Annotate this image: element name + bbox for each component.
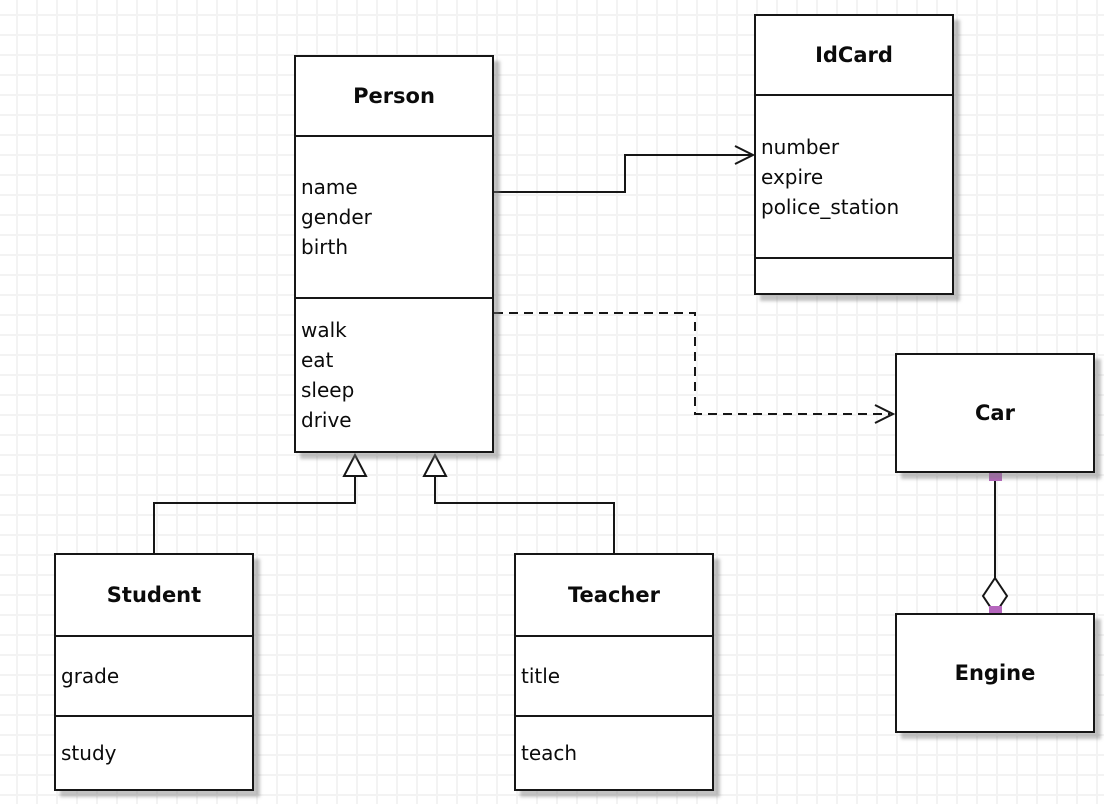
attributes-compartment: number expire police_station <box>756 96 952 259</box>
class-name: IdCard <box>756 16 952 96</box>
association-person-idcard[interactable] <box>494 145 756 193</box>
attribute: name <box>301 175 358 199</box>
attribute: number <box>761 134 840 159</box>
class-box-teacher[interactable]: Teacher title teach <box>514 553 714 791</box>
class-box-engine[interactable]: Engine <box>895 613 1095 733</box>
methods-compartment-empty <box>756 259 952 293</box>
attribute: police_station <box>761 194 900 219</box>
attribute: gender <box>301 205 372 229</box>
method: sleep <box>301 378 355 402</box>
aggregation-car-engine[interactable] <box>981 468 1009 619</box>
attribute: expire <box>761 164 824 189</box>
methods-compartment: study <box>56 717 252 789</box>
method: eat <box>301 348 334 372</box>
method: walk <box>301 318 347 342</box>
open-arrowhead-icon <box>734 145 756 165</box>
attribute: birth <box>301 235 348 259</box>
generalization-student-person[interactable] <box>153 452 368 553</box>
class-name: Engine <box>954 661 1036 685</box>
dependency-person-car[interactable] <box>494 312 896 424</box>
class-box-idcard[interactable]: IdCard number expire police_station <box>754 14 954 295</box>
class-name: Teacher <box>516 555 712 637</box>
method: study <box>61 741 117 765</box>
attributes-compartment: name gender birth <box>296 137 492 299</box>
class-name: Car <box>975 401 1015 425</box>
hollow-triangle-icon <box>422 452 448 477</box>
class-box-car[interactable]: Car <box>895 353 1095 473</box>
class-name: Person <box>296 57 492 137</box>
hollow-triangle-icon <box>342 452 368 477</box>
class-box-student[interactable]: Student grade study <box>54 553 254 791</box>
methods-compartment: teach <box>516 717 712 789</box>
class-name: Student <box>56 555 252 637</box>
generalization-teacher-person[interactable] <box>422 452 615 553</box>
attribute: title <box>521 664 561 688</box>
attributes-compartment: grade <box>56 637 252 717</box>
open-arrowhead-icon <box>874 404 896 424</box>
attributes-compartment: title <box>516 637 712 717</box>
methods-compartment: walk eat sleep drive <box>296 299 492 451</box>
method: teach <box>521 741 578 765</box>
attribute: grade <box>61 664 120 688</box>
method: drive <box>301 408 352 432</box>
class-box-person[interactable]: Person name gender birth walk eat sleep … <box>294 55 494 453</box>
